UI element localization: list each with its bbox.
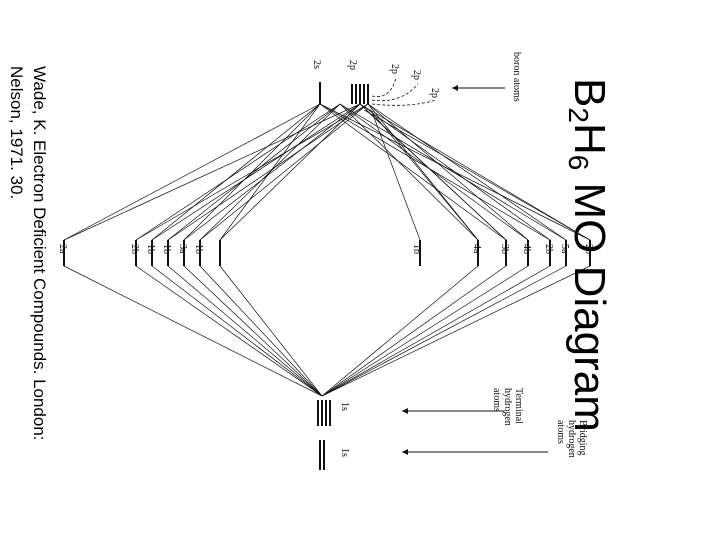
correlation-line bbox=[151, 265, 323, 397]
correlation-line bbox=[363, 109, 591, 241]
boron-2pz-label: 2p bbox=[429, 88, 440, 98]
side-annotations: boron atomsTerminalhydrogenatomsBridging… bbox=[402, 52, 588, 458]
mo-level-label: 2b bbox=[129, 244, 140, 254]
mo-mid-label: 1b bbox=[411, 244, 422, 254]
boron-2p-label: 2p bbox=[347, 60, 358, 70]
correlation-line bbox=[321, 265, 529, 397]
correlation-line bbox=[135, 103, 341, 241]
terminal-label-line: hydrogen bbox=[502, 388, 513, 426]
mo-level-label: 5a bbox=[559, 244, 570, 254]
terminal-arrow-head bbox=[402, 408, 408, 414]
correlation-line bbox=[319, 103, 507, 241]
correlation-line bbox=[367, 103, 567, 241]
mo-level-label: 2b bbox=[583, 244, 594, 254]
correlation-line bbox=[359, 103, 591, 241]
correlation-line bbox=[183, 103, 321, 241]
correlation-line bbox=[339, 103, 567, 241]
correlation-line bbox=[63, 265, 323, 397]
correlation-line bbox=[321, 265, 507, 397]
correlation-line bbox=[319, 103, 551, 241]
correlation-line bbox=[183, 265, 323, 397]
correlation-line bbox=[151, 103, 321, 241]
correlation-line bbox=[199, 103, 369, 241]
correlation-line bbox=[183, 103, 361, 241]
correlation-line bbox=[367, 103, 529, 241]
correlation-line bbox=[167, 265, 323, 397]
correlation-line bbox=[321, 265, 567, 397]
boron-2p-dashed-line bbox=[371, 77, 397, 97]
bridging-label-line: Bridging bbox=[577, 420, 588, 456]
correlation-line bbox=[321, 265, 479, 397]
terminal-label-line: Terminal bbox=[513, 388, 524, 424]
boron-2py-label: 2p bbox=[411, 70, 422, 80]
correlation-line bbox=[369, 109, 479, 241]
mo-level-label: 1b bbox=[161, 244, 172, 254]
correlation-line bbox=[339, 103, 529, 241]
correlation-line bbox=[319, 103, 591, 241]
bridging-label-line: atoms bbox=[555, 420, 566, 444]
correlation-line bbox=[219, 103, 361, 241]
energy-levels bbox=[63, 82, 591, 470]
boron-arrow-head bbox=[452, 85, 458, 91]
correlation-line bbox=[321, 265, 551, 397]
correlation-line bbox=[167, 103, 369, 241]
correlation-line bbox=[367, 103, 479, 241]
terminal-1s-label: 1s bbox=[339, 402, 350, 411]
correlation-line bbox=[219, 103, 321, 241]
mo-level-label: 4a bbox=[471, 244, 482, 254]
bridging-label-line: hydrogen bbox=[566, 420, 577, 458]
correlation-line bbox=[321, 265, 591, 397]
correlation-line bbox=[63, 103, 361, 241]
boron-2s-label: 2s bbox=[311, 60, 322, 69]
bridging-1s-label: 1s bbox=[339, 448, 350, 457]
boron-atoms-label: boron atoms bbox=[511, 52, 522, 102]
correlation-line bbox=[371, 111, 421, 241]
boron-2p-dashed-line bbox=[371, 99, 437, 106]
correlation-lines bbox=[63, 77, 591, 397]
mo-level-label: 2a bbox=[57, 244, 68, 254]
mo-level-label: 2b bbox=[543, 244, 554, 254]
level-labels: 2s 2p 2p 2p 2p 1s 1s 2a 2b 1b 1b 3a 1b 4a 3b 4b 2b 5a 2b 1b bbox=[57, 60, 594, 457]
mo-level-label: 4b bbox=[521, 244, 532, 254]
correlation-line bbox=[135, 265, 323, 397]
boron-2px-label: 2p bbox=[389, 64, 400, 74]
correlation-line bbox=[151, 103, 361, 241]
mo-level-label: 3a bbox=[177, 244, 188, 254]
mo-level-label: 1b bbox=[193, 244, 204, 254]
correlation-line bbox=[219, 265, 323, 397]
boron-2p-dashed-line bbox=[371, 83, 419, 102]
terminal-label-line: atoms bbox=[491, 388, 502, 412]
correlation-line bbox=[199, 265, 323, 397]
mo-level-label: 1b bbox=[145, 244, 156, 254]
bridging-arrow-head bbox=[402, 449, 408, 455]
correlation-line bbox=[339, 103, 479, 241]
correlation-line bbox=[63, 103, 321, 241]
mo-level-label: 3b bbox=[499, 244, 510, 254]
correlation-line bbox=[365, 109, 507, 241]
correlation-line bbox=[167, 103, 341, 241]
